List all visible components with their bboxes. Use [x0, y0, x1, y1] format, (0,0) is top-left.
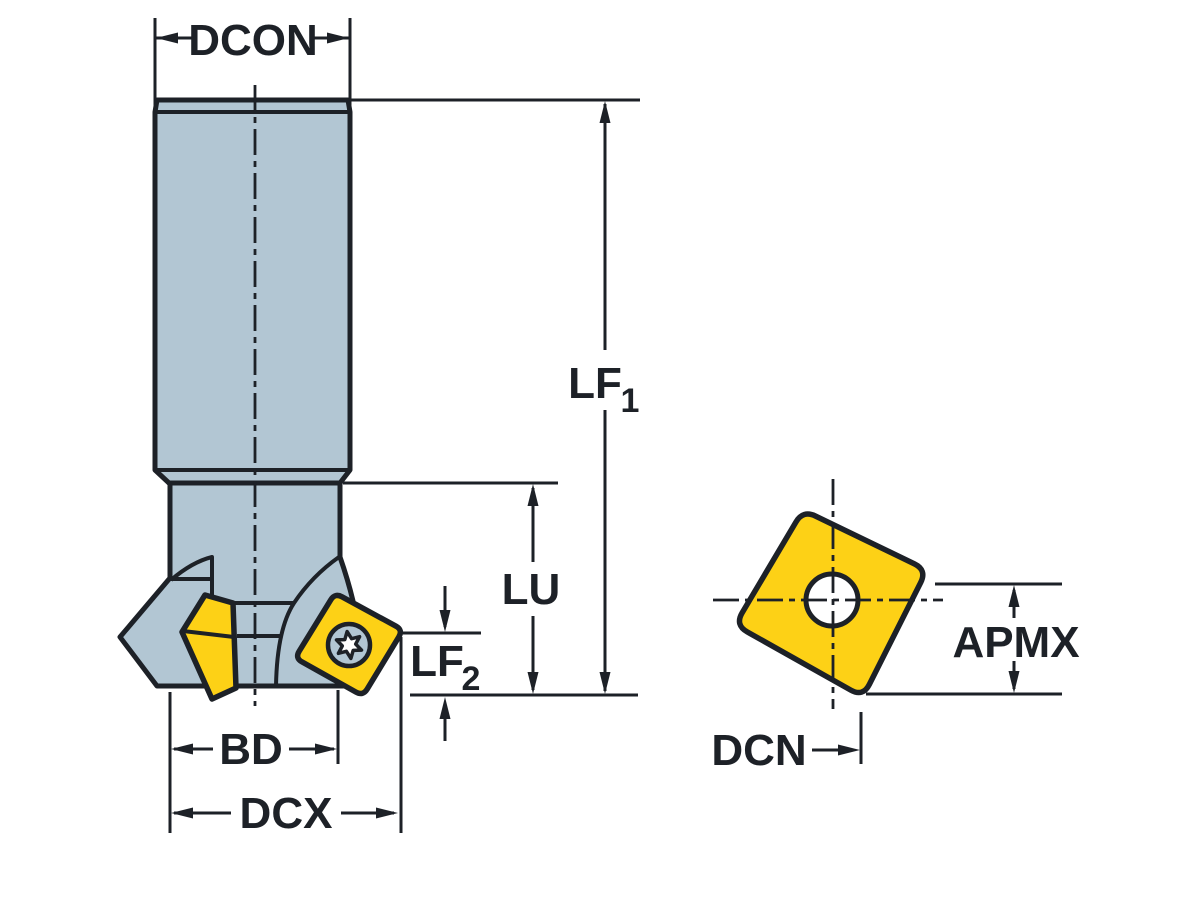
dimension-apmx: APMX	[866, 582, 1080, 696]
dimension-dcn: DCN	[711, 712, 863, 775]
dcn-arrow-right-icon	[838, 744, 860, 756]
dimension-dcon: DCON	[153, 16, 352, 106]
bd-label: BD	[219, 725, 283, 774]
bd-arrow-right-icon	[315, 743, 337, 755]
tool-side-view: DCON LF 1 LU	[117, 16, 640, 838]
lf2-arrow-up-icon	[439, 697, 451, 719]
dimension-lu: LU	[343, 481, 561, 694]
bd-arrow-left-icon	[171, 743, 193, 755]
lf1-arrow-down-icon	[599, 672, 611, 694]
torx-screw-icon	[334, 629, 364, 661]
tool-shank	[152, 97, 353, 486]
lu-arrow-down-icon	[527, 672, 539, 694]
head-flute-curve-upper-left	[169, 555, 214, 601]
dimension-lf1: LF 1	[350, 98, 640, 694]
lu-arrow-up-icon	[527, 484, 539, 506]
tool-head	[117, 480, 359, 689]
dcon-arrow-left-icon	[156, 32, 178, 44]
insert-face-view: APMX DCN	[711, 479, 1080, 775]
dcx-arrow-left-icon	[171, 807, 193, 819]
dcx-arrow-right-icon	[376, 807, 398, 819]
apmx-arrow-down-icon	[1008, 671, 1020, 693]
apmx-label: APMX	[952, 618, 1079, 667]
left-insert-fold-line	[182, 629, 235, 639]
dcon-arrow-right-icon	[327, 32, 349, 44]
dimension-bd: BD	[168, 690, 340, 833]
apmx-arrow-up-icon	[1008, 585, 1020, 607]
dimension-lf2: LF 2	[402, 586, 481, 741]
lf2-arrow-down-icon	[439, 610, 451, 632]
left-insert	[179, 592, 239, 702]
dcn-label: DCN	[711, 726, 806, 775]
dcx-label: DCX	[240, 789, 333, 838]
lf1-label: LF	[568, 359, 622, 408]
lu-label: LU	[502, 565, 561, 614]
lf2-label-subscript: 2	[462, 660, 481, 698]
lf1-label-subscript: 1	[621, 382, 640, 420]
lf2-label: LF	[410, 637, 464, 686]
lf1-arrow-up-icon	[599, 101, 611, 123]
dcon-label: DCON	[188, 16, 318, 65]
dimension-dcx: DCX	[171, 637, 403, 838]
head-flute-curve-right	[274, 555, 341, 687]
